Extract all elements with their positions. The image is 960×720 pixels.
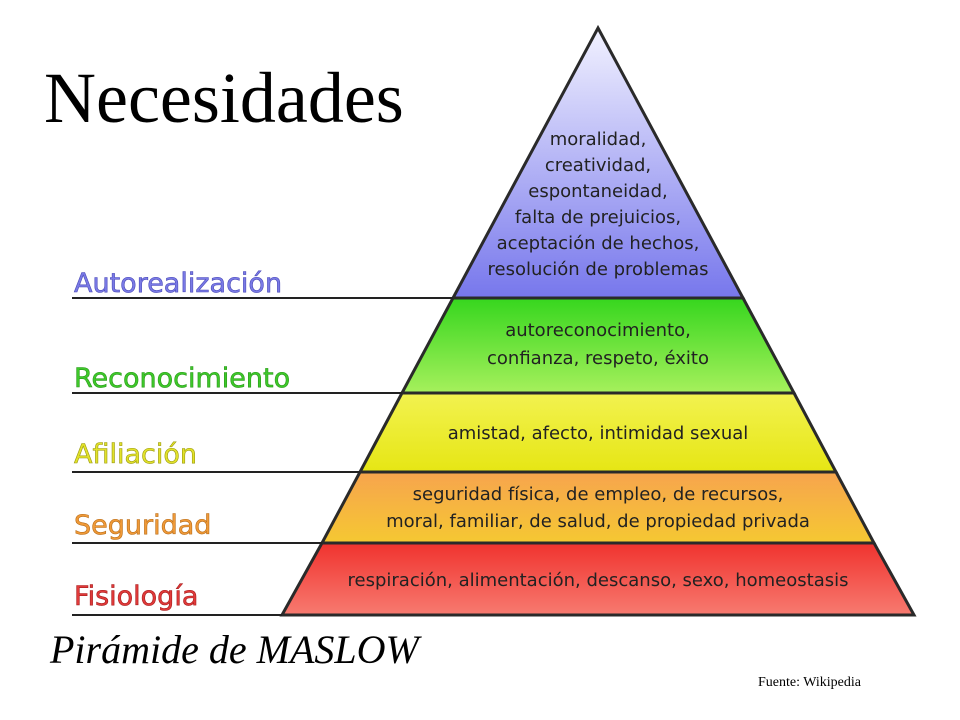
source-credit: Fuente: Wikipedia xyxy=(758,675,861,690)
tier-desc-reconocimiento-2: confianza, respeto, éxito xyxy=(487,348,709,369)
level-label-seguridad: Seguridad xyxy=(74,510,211,541)
tier-desc-autorealizacion-3: espontaneidad, xyxy=(528,181,667,202)
tier-desc-autorealizacion-1: moralidad, xyxy=(550,129,647,150)
page-title: Necesidades xyxy=(44,58,404,138)
level-label-afiliacion: Afiliación xyxy=(74,439,197,470)
tier-reconocimiento xyxy=(399,296,797,395)
tier-desc-autorealizacion-5: aceptación de hechos, xyxy=(497,233,700,254)
level-label-autorealizacion: Autorealización xyxy=(74,268,282,299)
tier-desc-autorealizacion-6: resolución de problemas xyxy=(487,259,708,280)
tier-desc-reconocimiento-1: autoreconocimiento, xyxy=(505,320,691,341)
level-label-fisiologia: Fisiología xyxy=(74,581,198,612)
tier-desc-autorealizacion-2: creatividad, xyxy=(545,155,651,176)
tier-desc-afiliacion-1: amistad, afecto, intimidad sexual xyxy=(448,423,749,444)
pyramid-caption: Pirámide de MASLOW xyxy=(50,627,419,672)
level-label-reconocimiento: Reconocimiento xyxy=(74,363,290,394)
tier-desc-fisiologia-1: respiración, alimentación, descanso, sex… xyxy=(348,570,849,591)
tier-desc-seguridad-2: moral, familiar, de salud, de propiedad … xyxy=(386,511,810,532)
tier-seguridad xyxy=(319,470,877,545)
tier-desc-seguridad-1: seguridad física, de empleo, de recursos… xyxy=(413,484,784,505)
tier-fisiologia xyxy=(279,541,917,617)
tier-desc-autorealizacion-4: falta de prejuicios, xyxy=(515,207,681,228)
